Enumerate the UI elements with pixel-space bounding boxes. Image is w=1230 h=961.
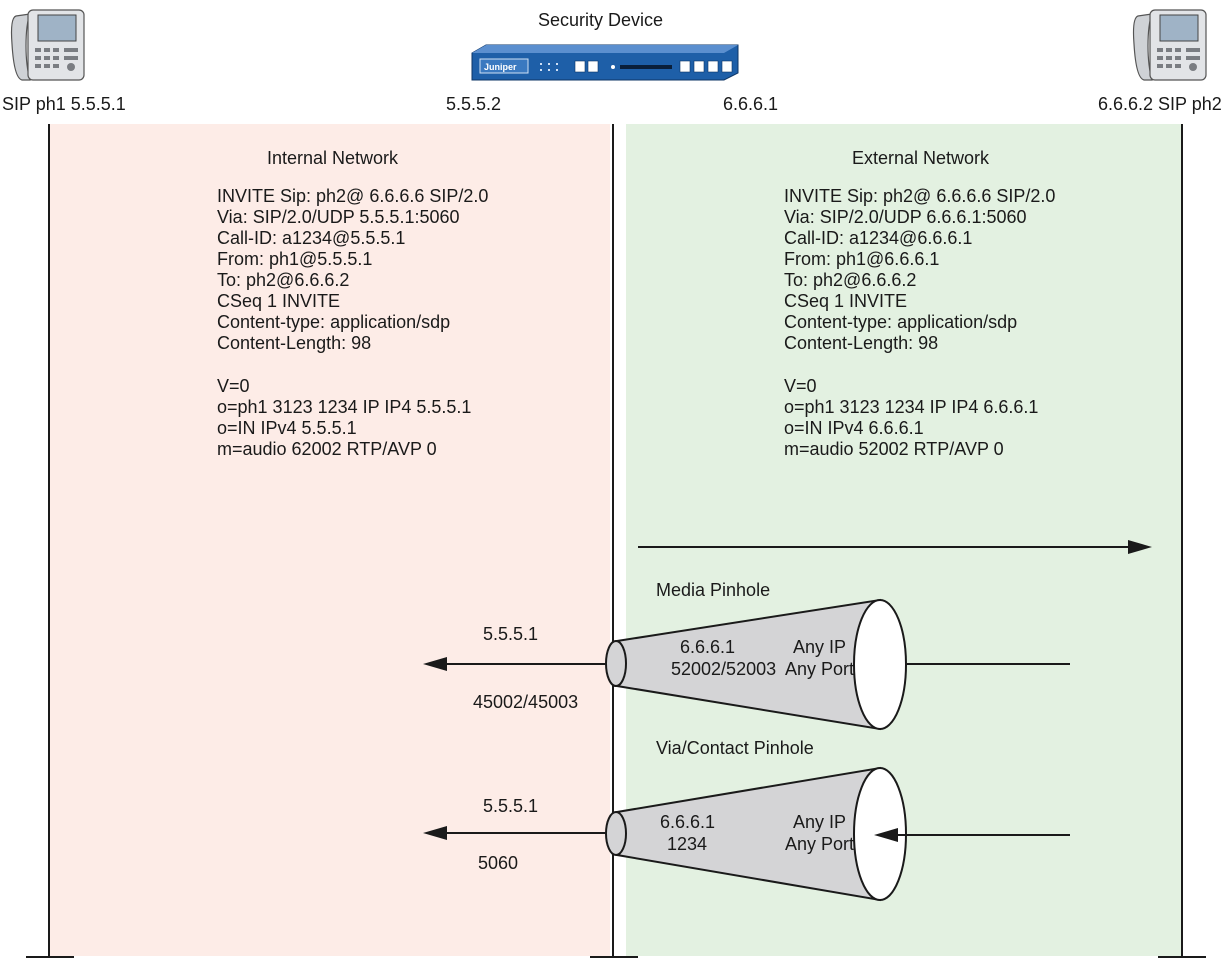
invite-forward-arrowhead [1128, 540, 1152, 554]
media-pinhole-inner-ip: 6.6.6.1 [680, 637, 735, 658]
via-pinhole-title: Via/Contact Pinhole [656, 738, 814, 759]
via-internal-ip: 5.5.5.1 [483, 796, 538, 817]
via-pinhole-inner-port: 1234 [667, 834, 707, 855]
via-internal-port: 5060 [478, 853, 518, 874]
via-pinhole-any-port: Any Port [785, 834, 854, 855]
via-return-arrowhead [423, 826, 447, 840]
media-pinhole-any-port: Any Port [785, 659, 854, 680]
media-pinhole-outer-mouth [854, 600, 906, 729]
via-pinhole-any-ip: Any IP [793, 812, 846, 833]
media-pinhole-title: Media Pinhole [656, 580, 770, 601]
via-pinhole-inner-ip: 6.6.6.1 [660, 812, 715, 833]
via-pinhole-inner-mouth [606, 812, 626, 855]
media-pinhole-inner-ports: 52002/52003 [671, 659, 776, 680]
media-pinhole-inner-mouth [606, 641, 626, 686]
media-return-arrowhead [423, 657, 447, 671]
media-internal-ports: 45002/45003 [473, 692, 578, 713]
media-internal-ip: 5.5.5.1 [483, 624, 538, 645]
media-pinhole-any-ip: Any IP [793, 637, 846, 658]
